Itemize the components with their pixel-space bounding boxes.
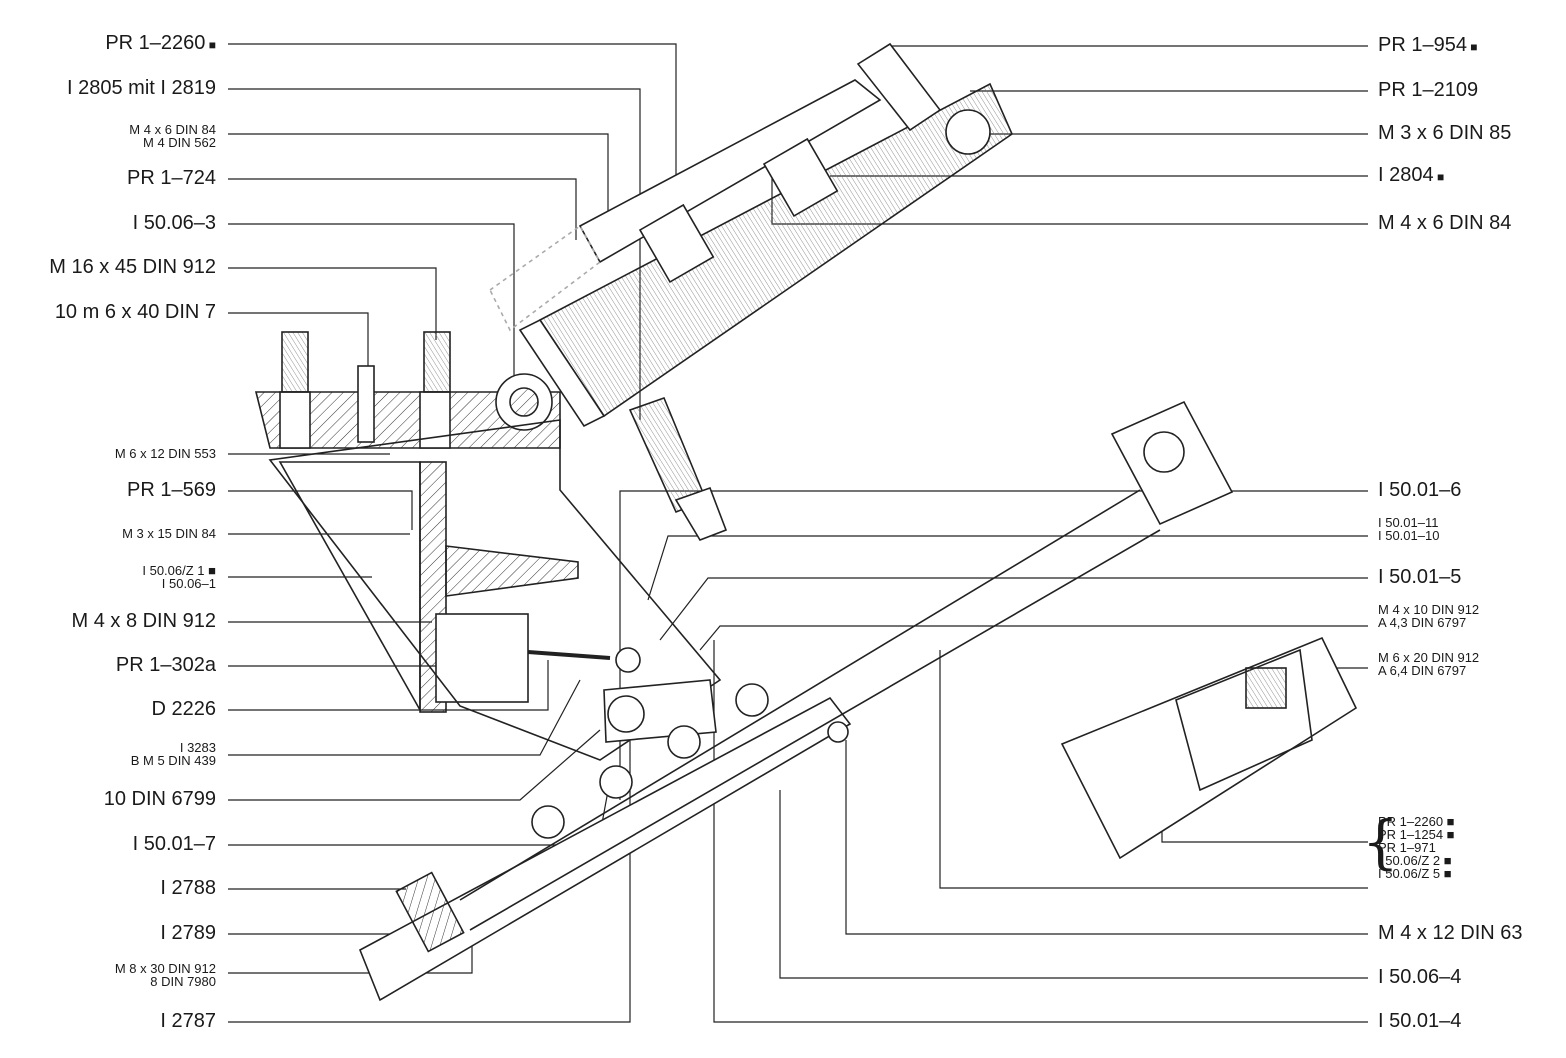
label-pr-1-302a: PR 1–302a: [115, 654, 216, 676]
label-i-50-06-4: I 50.06–4: [1378, 966, 1462, 988]
label-line: PR 1–971: [1378, 840, 1436, 855]
label-i-2789: I 2789: [160, 922, 216, 944]
label-pr-1-569: PR 1–569: [127, 479, 216, 501]
label-m16x45: M 16 x 45 DIN 912: [49, 256, 216, 278]
label-pr-1-2260: PR 1–2260: [105, 33, 216, 53]
label-i-50-01-4: I 50.01–4: [1378, 1010, 1462, 1032]
label-line: A 4,3 DIN 6797: [1378, 615, 1467, 630]
label-line: I 50.06–1: [161, 576, 216, 591]
label-i-50-06-3: I 50.06–3: [132, 212, 216, 234]
label-10m6x40: 10 m 6 x 40 DIN 7: [54, 301, 216, 323]
label-line: B M 5 DIN 439: [130, 753, 216, 768]
label-pr-1-724: PR 1–724: [127, 167, 216, 189]
label-line: I 50.01–10: [1378, 528, 1440, 543]
label-line: I 50.01–11: [1378, 515, 1439, 530]
label-line: M 8 x 30 DIN 912: [114, 961, 216, 976]
base-bracket: [254, 331, 722, 761]
label-line: M 4 x 10 DIN 912: [1378, 602, 1480, 617]
label-d-2226: D 2226: [151, 698, 217, 720]
label-i-2804: I 2804: [1378, 165, 1444, 185]
label-line: M 6 x 20 DIN 912: [1378, 650, 1480, 665]
label-line: A 6,4 DIN 6797: [1378, 663, 1467, 678]
label-i-2805: I 2805 mit I 2819: [67, 77, 216, 99]
label-i-2787: I 2787: [160, 1010, 216, 1032]
cylinder-assembly: [488, 42, 1013, 541]
rail: [358, 400, 1234, 1002]
label-line: I 50.06/Z 1 ■: [142, 563, 216, 578]
label-i-50-01-6: I 50.01–6: [1378, 479, 1462, 501]
label-line: I 50.06/Z 5 ■: [1378, 866, 1452, 881]
label-line: M 4 DIN 562: [143, 135, 216, 150]
label-m4x12: M 4 x 12 DIN 63: [1378, 922, 1523, 944]
label-pr-1-2109: PR 1–2109: [1378, 79, 1479, 101]
label-m4x8: M 4 x 8 DIN 912: [71, 610, 216, 632]
detail-inset: [1060, 636, 1358, 860]
label-line: PR 1–1254 ■: [1378, 827, 1455, 842]
label-m3x6: M 3 x 6 DIN 85: [1378, 122, 1512, 144]
label-line: 8 DIN 7980: [150, 974, 216, 989]
label-line: M 4 x 6 DIN 84: [129, 122, 216, 137]
label-i-50-01-5: I 50.01–5: [1378, 566, 1462, 588]
label-i-50-01-7: I 50.01–7: [132, 833, 216, 855]
group-brace: {: [1362, 808, 1399, 876]
label-pr-group: PR 1–2260 ■ PR 1–1254 ■ PR 1–971 I 50.06…: [1378, 815, 1455, 880]
label-m4x6-din84-right: M 4 x 6 DIN 84: [1378, 212, 1512, 234]
label-m3x15: M 3 x 15 DIN 84: [122, 526, 216, 541]
label-10-din-6799: 10 DIN 6799: [103, 788, 216, 810]
label-pr-1-954: PR 1–954: [1378, 35, 1478, 55]
label-line: I 3283: [179, 740, 216, 755]
label-m6x12: M 6 x 12 DIN 553: [114, 446, 216, 461]
label-i-2788: I 2788: [160, 877, 216, 899]
label-i-50-06-z1: I 50.06/Z 1 ■I 50.06–1: [142, 564, 216, 590]
label-line: PR 1–2260 ■: [1378, 814, 1455, 829]
label-line: I 50.06/Z 2 ■: [1378, 853, 1452, 868]
